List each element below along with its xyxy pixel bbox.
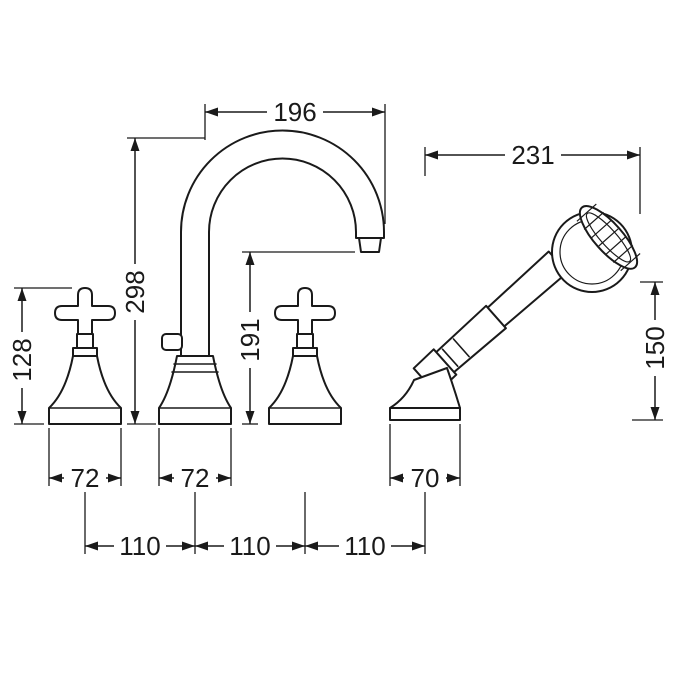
dim-value-spacing-2: 110	[229, 531, 270, 561]
grip-ring-1	[441, 348, 459, 368]
cross-handle-icon	[54, 287, 116, 335]
dim-handle-height: 128	[7, 287, 72, 425]
dim-value-handshower-length: 231	[511, 140, 554, 170]
dim-value-spout-base-width: 72	[181, 463, 210, 493]
spout	[158, 129, 385, 425]
dim-handshower-length: 231	[424, 140, 641, 214]
dim-spout-base-width: 72	[158, 428, 232, 493]
right-handle	[268, 287, 342, 425]
grip-ring-2	[452, 338, 470, 358]
dim-value-spout-reach: 196	[273, 97, 316, 127]
handle-collar	[292, 347, 318, 357]
handle-collar	[72, 347, 98, 357]
dim-value-outlet-height: 191	[235, 318, 265, 361]
dim-spout-reach: 196	[204, 97, 386, 224]
dim-value-spout-height: 298	[120, 270, 150, 313]
dim-handle-base-width: 72	[48, 428, 122, 493]
spout-tube	[180, 129, 385, 358]
dim-value-spacing-3: 110	[344, 531, 385, 561]
dim-spout-height: 298	[120, 137, 205, 425]
dim-value-handshower-height: 150	[640, 326, 670, 369]
dim-value-spacing-1: 110	[119, 531, 160, 561]
handle-stem	[296, 333, 314, 349]
dim-outlet-height: 191	[235, 251, 355, 425]
handle-stem	[76, 333, 94, 349]
cross-handle-icon	[274, 287, 336, 335]
diverter-knob	[161, 333, 183, 351]
spout-base	[158, 355, 232, 425]
dim-value-handle-base-width: 72	[71, 463, 100, 493]
left-handle	[48, 287, 122, 425]
dim-value-handle-height: 128	[7, 338, 37, 381]
handle-base	[268, 355, 342, 425]
shower-base-dome	[389, 367, 461, 409]
dim-hole-spacing: 110 110 110	[84, 492, 426, 561]
handle-base	[48, 355, 122, 425]
shower-face-hatch	[576, 203, 641, 272]
dim-value-handshower-base-width: 70	[411, 463, 440, 493]
dim-handshower-height: 150	[632, 281, 670, 421]
shower-base-plate	[389, 407, 461, 421]
hand-shower	[389, 203, 641, 421]
dim-handshower-base-width: 70	[389, 424, 461, 493]
spout-aerator	[358, 237, 382, 253]
